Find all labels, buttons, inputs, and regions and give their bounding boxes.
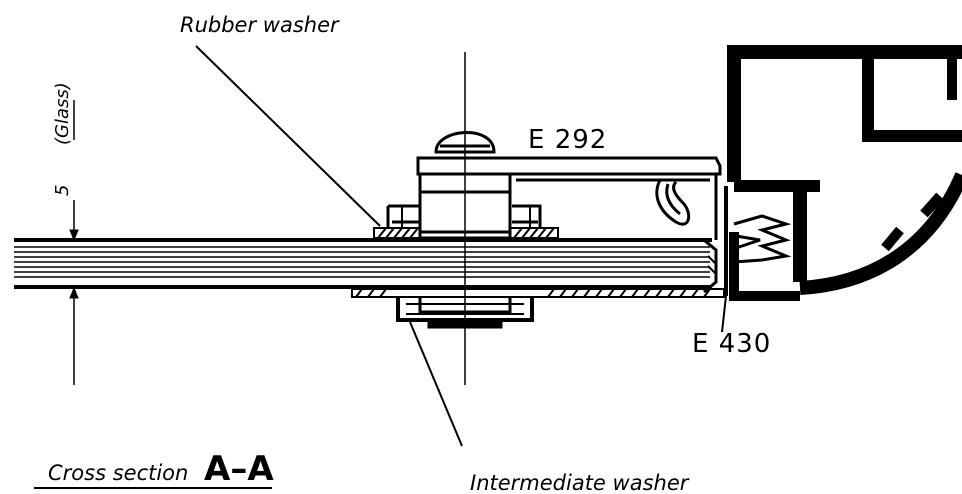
part-label-e430: E 430 [692, 329, 771, 359]
lower-gasket-strip [351, 288, 725, 298]
frame-profile [727, 45, 962, 301]
leader-lines [195, 45, 727, 447]
section-id: A–A [204, 449, 274, 489]
part-label-e292: E 292 [528, 125, 607, 155]
section-caption: Cross section [48, 461, 188, 485]
dimension-value: 5 [52, 185, 73, 196]
cover-plate-e292 [416, 156, 722, 240]
glass-thickness-dimension [69, 100, 79, 385]
glass-pane [14, 238, 718, 294]
dimension-unit: (Glass) [52, 82, 73, 145]
gasket-e430 [724, 186, 792, 296]
intermediate-washer-label: Intermediate washer [470, 471, 690, 494]
rubber-washer-label: Rubber washer [180, 13, 340, 37]
bolt-assembly [386, 131, 542, 240]
